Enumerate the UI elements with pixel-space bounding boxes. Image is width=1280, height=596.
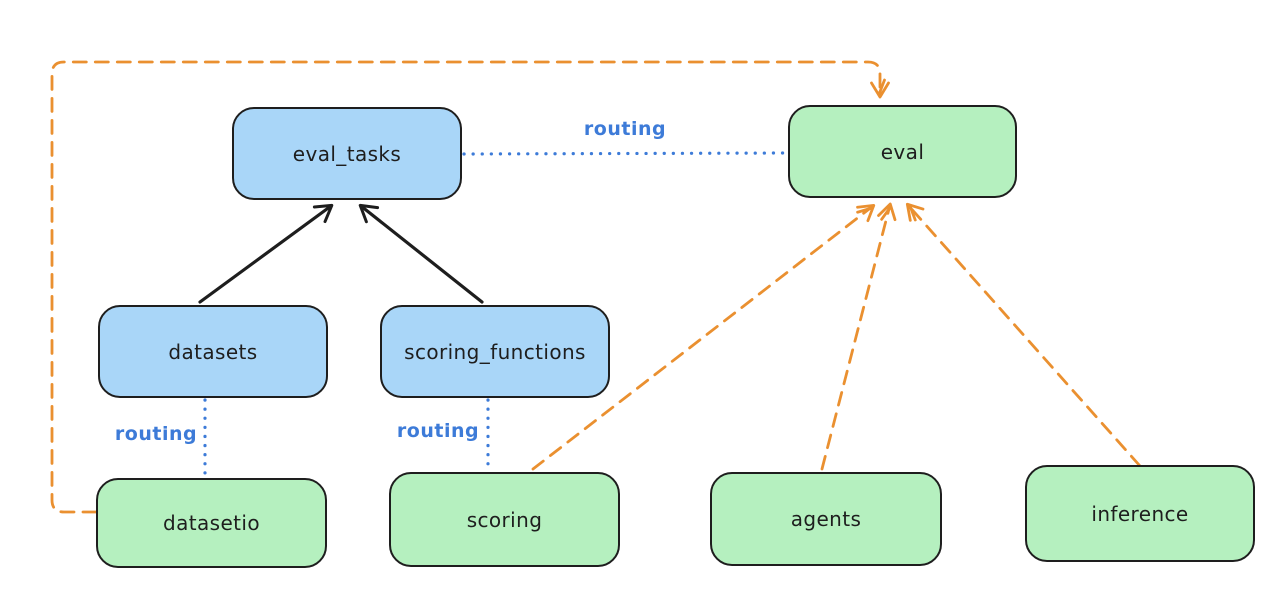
node-scoring-label: scoring xyxy=(466,507,543,532)
node-datasetio: datasetio xyxy=(96,478,327,568)
node-agents-label: agents xyxy=(790,507,862,531)
routing-label-datasets-to-datasetio: routing xyxy=(114,423,198,445)
edge-inference-to-eval xyxy=(905,202,1142,468)
node-scoring-functions-label: scoring_functions xyxy=(404,339,586,364)
node-eval-tasks-label: eval_tasks xyxy=(292,141,402,166)
node-datasets: datasets xyxy=(98,305,328,398)
edge-datasets-to-eval-tasks xyxy=(198,203,334,304)
routing-label-scoring-functions-to-scoring: routing xyxy=(396,420,480,442)
node-datasetio-label: datasetio xyxy=(162,511,260,535)
node-inference: inference xyxy=(1025,465,1255,562)
edge-scoring-functions-to-eval-tasks xyxy=(358,203,484,304)
node-eval: eval xyxy=(788,105,1017,198)
node-inference-label: inference xyxy=(1091,501,1189,526)
edge-eval-tasks-to-eval-routing xyxy=(462,151,787,156)
routing-label-eval-tasks-to-eval: routing xyxy=(583,118,667,140)
edge-scoring-to-eval xyxy=(531,203,876,471)
node-scoring-functions: scoring_functions xyxy=(380,305,610,398)
node-agents: agents xyxy=(710,472,942,566)
node-eval-label: eval xyxy=(880,139,925,164)
node-eval-tasks: eval_tasks xyxy=(232,107,462,200)
edge-datasetio-to-eval xyxy=(50,60,890,514)
edge-agents-to-eval xyxy=(820,202,897,471)
node-datasets-label: datasets xyxy=(168,339,258,364)
node-scoring: scoring xyxy=(389,472,620,567)
